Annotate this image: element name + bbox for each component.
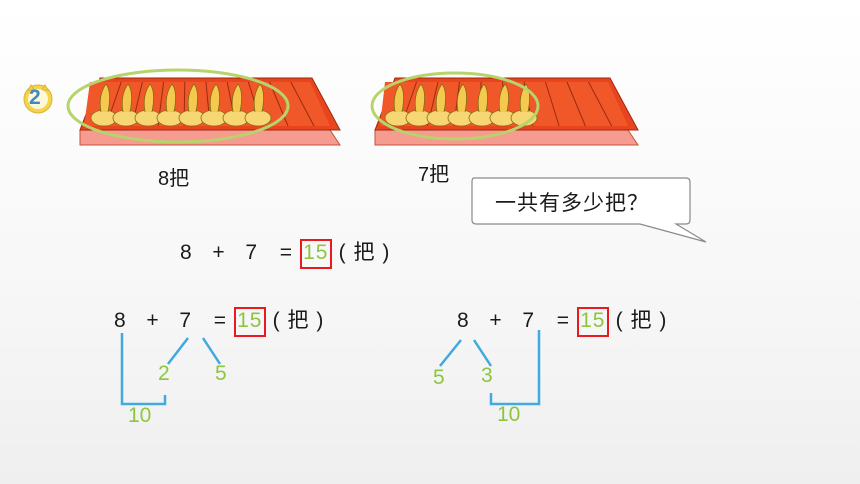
unit: ( 把 )	[615, 309, 668, 332]
addend-a: 8	[457, 309, 470, 332]
tray-divider	[545, 81, 560, 127]
left-sum: 10	[128, 404, 152, 427]
equation-top: 8 + 7 = 15 ( 把 )	[180, 236, 390, 269]
addend-b: 7	[179, 309, 193, 332]
spoon-handle	[498, 83, 509, 113]
spoon-handle	[477, 83, 488, 113]
equation-left: 8 + 7 = 15 ( 把 )	[114, 304, 324, 337]
plus-sign: +	[146, 309, 160, 332]
right-tray-label: 7把	[418, 164, 450, 186]
left-group-ellipse	[66, 68, 290, 144]
left-split-a: 2	[158, 362, 170, 385]
right-split-line-a	[439, 339, 462, 367]
spoon-handle	[121, 83, 132, 113]
left-split-b: 5	[215, 362, 227, 385]
right-split-a: 5	[433, 366, 445, 389]
spoon-handle	[414, 83, 425, 113]
right-split-line-b	[472, 339, 493, 367]
left-split-line-b	[201, 337, 222, 365]
addend-a: 8	[114, 309, 127, 332]
spoon-handle	[435, 83, 446, 113]
tray-divider	[588, 81, 613, 127]
tray-divider	[566, 81, 586, 127]
addend-a: 8	[180, 241, 193, 264]
spoon-trays-illustration	[66, 68, 639, 146]
answer-box: 15	[299, 239, 332, 269]
left-split-line-a	[167, 337, 189, 365]
problem-number: 2	[29, 86, 41, 109]
spoon-handle	[187, 83, 198, 113]
right-group-ellipse	[370, 71, 540, 141]
problem-number-badge	[23, 84, 53, 114]
unit: ( 把 )	[338, 241, 391, 264]
bubble-question: 一共有多少把？	[495, 192, 649, 215]
spoon-handle	[209, 83, 220, 113]
plus-sign: +	[212, 241, 226, 264]
answer-box: 15	[576, 307, 609, 337]
right-sum: 10	[497, 403, 521, 426]
answer-box: 15	[233, 307, 266, 337]
equals-sign: =	[556, 309, 570, 332]
spoon-handle	[165, 83, 176, 113]
spoon-handle	[456, 83, 467, 113]
equals-sign: =	[213, 309, 227, 332]
addend-b: 7	[522, 309, 536, 332]
left-tray-label: 8把	[158, 168, 190, 190]
spoon-bowl	[244, 109, 272, 127]
spoon-handle	[99, 83, 110, 113]
speech-bubble	[471, 177, 707, 243]
spoon-handle	[143, 83, 154, 113]
right-bracket	[489, 330, 541, 406]
spoon-handle	[253, 83, 264, 113]
right-split-b: 3	[481, 364, 493, 387]
addend-b: 7	[245, 241, 259, 264]
equation-right: 8 + 7 = 15 ( 把 )	[457, 304, 667, 337]
spoon-handle	[393, 83, 404, 113]
unit: ( 把 )	[272, 309, 325, 332]
equals-sign: =	[279, 241, 293, 264]
plus-sign: +	[489, 309, 503, 332]
tray-divider	[290, 81, 315, 127]
spoon-handle	[231, 83, 242, 113]
